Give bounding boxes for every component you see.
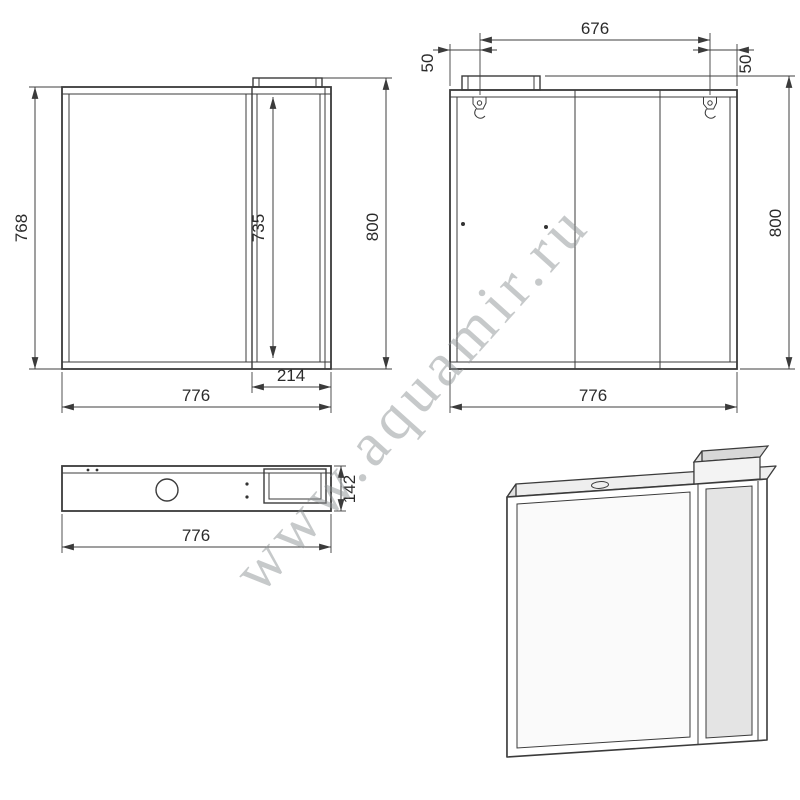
dim-label-total-height: 800	[766, 209, 785, 237]
bracket-body	[472, 96, 487, 110]
light-fixture-inner	[268, 472, 322, 500]
dim-front-width: 776	[61, 372, 332, 413]
light-fixture-3d	[692, 445, 770, 485]
hanging-bracket-icon	[472, 96, 487, 119]
dim-back-total-height: 800	[545, 75, 795, 370]
screw-hole-dot	[461, 222, 465, 226]
dim-back-offset-left: 50	[418, 44, 497, 86]
dim-label-body-height: 768	[12, 214, 31, 242]
dim-label-width: 776	[182, 526, 210, 545]
dim-front-side-width: 214	[251, 366, 331, 393]
hanging-bracket-icon	[703, 96, 717, 119]
dim-label-depth: 142	[340, 475, 359, 503]
dim-front-total-height: 800	[322, 77, 392, 370]
perspective-view	[506, 445, 777, 758]
dim-back-offset-right: 50	[693, 44, 755, 86]
front-light-fixture	[252, 77, 323, 88]
dim-label-door-height: 735	[249, 214, 268, 242]
light-fixture-outline	[252, 77, 323, 88]
screw-hole-dot	[544, 225, 548, 229]
screw-hole-dot	[245, 495, 249, 499]
bracket-hole	[707, 100, 713, 106]
light-fixture-outline	[263, 468, 327, 504]
bracket-hook	[474, 108, 486, 119]
bracket-hook	[704, 108, 716, 119]
dim-label-width: 776	[182, 386, 210, 405]
dim-front-door-height: 735	[249, 97, 277, 358]
back-light-fixture	[461, 75, 541, 91]
top-cabinet-outline	[61, 465, 332, 512]
screw-hole-dot	[86, 468, 90, 472]
dim-label-side-width: 214	[277, 366, 305, 385]
dim-label-offset-left: 50	[418, 54, 437, 73]
screw-hole-dot	[245, 482, 249, 486]
bracket-body	[703, 96, 717, 110]
wire-hole	[591, 481, 609, 489]
mirror-panel	[516, 491, 691, 749]
dim-label-bracket-span: 676	[581, 19, 609, 38]
bracket-hole	[476, 100, 483, 106]
top-view: 142 776	[61, 465, 359, 553]
back-cabinet-outline	[449, 89, 738, 370]
top-light-fixture	[263, 468, 327, 504]
dim-label-total-height: 800	[363, 213, 382, 241]
back-view: 676 50 50 800 776	[418, 19, 795, 413]
dim-label-offset-right: 50	[736, 55, 755, 74]
front-cabinet-outline	[61, 86, 332, 370]
front-view: 768 735 800 776 214	[12, 77, 392, 413]
screw-hole-dot	[95, 468, 99, 472]
lamp-hole-circle	[155, 478, 179, 502]
side-shelf-strip	[705, 485, 753, 739]
light-box-front	[693, 456, 761, 485]
dim-front-body-height: 768	[12, 86, 62, 370]
dim-top-depth: 142	[334, 465, 359, 512]
dim-label-width: 776	[579, 386, 607, 405]
dim-back-width: 776	[449, 372, 738, 413]
dim-top-width: 776	[61, 514, 332, 553]
light-fixture-outline	[461, 75, 541, 91]
dim-back-bracket-span: 676	[479, 19, 711, 95]
